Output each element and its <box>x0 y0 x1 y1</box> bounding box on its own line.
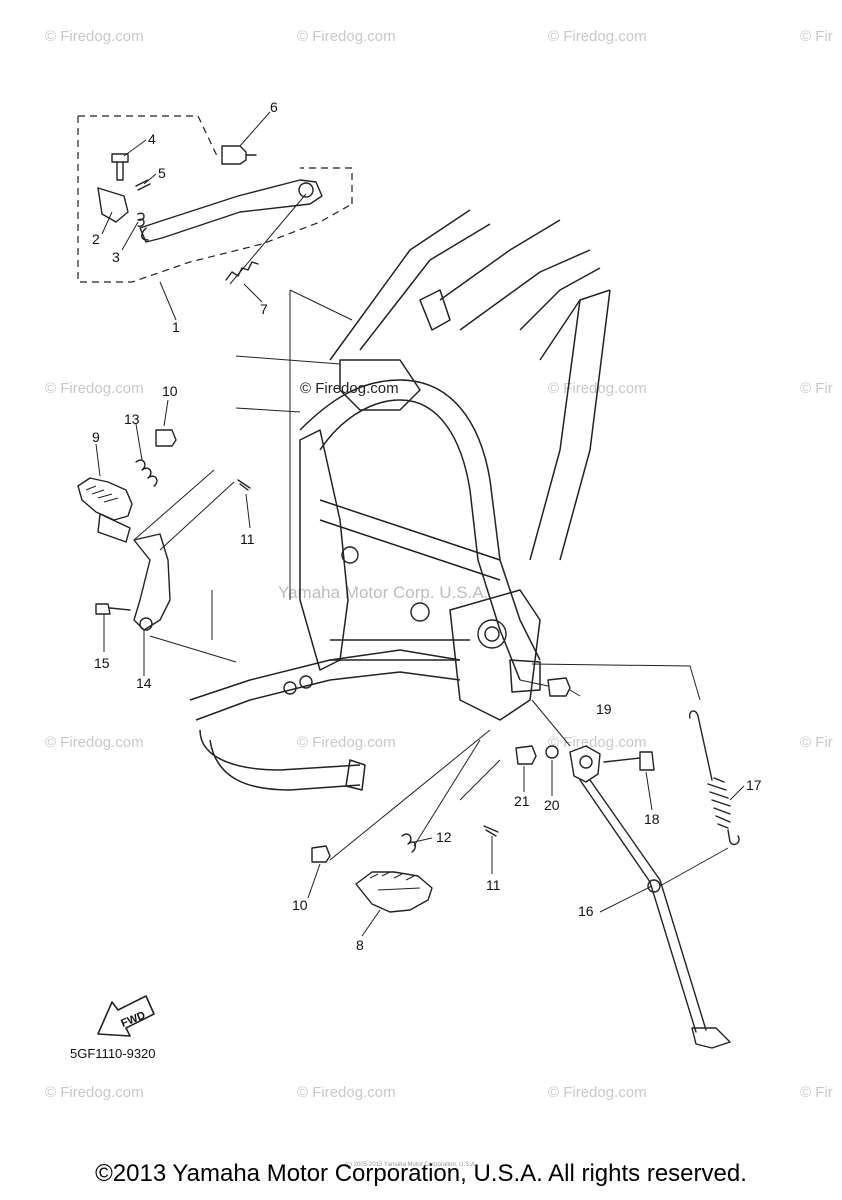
callout-10: 10 <box>162 383 178 399</box>
brake-pedal-group <box>77 111 353 321</box>
watermark: © Fir <box>800 734 833 751</box>
inline-watermark: © Firedog.com <box>300 380 399 397</box>
callout-20: 20 <box>544 797 560 813</box>
callout-13: 13 <box>124 411 140 427</box>
watermark: © Firedog.com <box>45 28 144 45</box>
callout-6: 6 <box>270 99 278 115</box>
callout-15: 15 <box>94 655 110 671</box>
callout-18: 18 <box>644 811 660 827</box>
callout-17: 17 <box>746 777 762 793</box>
callout-2: 2 <box>92 231 100 247</box>
callout-3: 3 <box>112 249 120 265</box>
callout-10: 10 <box>292 897 308 913</box>
watermark: © Firedog.com <box>548 734 647 751</box>
callout-19: 19 <box>596 701 612 717</box>
frame <box>189 209 611 791</box>
watermark: © Firedog.com <box>297 28 396 45</box>
callout-21: 21 <box>514 793 530 809</box>
watermark: © Firedog.com <box>297 734 396 751</box>
watermark: © Firedog.com <box>297 1084 396 1101</box>
callout-labels: 1 2 3 4 5 6 7 8 9 10 10 11 11 12 13 14 1… <box>92 99 762 953</box>
callout-8: 8 <box>356 937 364 953</box>
fwd-arrow-icon: FWD <box>97 995 155 1037</box>
watermark: © Firedog.com <box>548 1084 647 1101</box>
diagram-code: 5GF1110-9320 <box>70 1046 156 1061</box>
watermark: © Firedog.com <box>45 380 144 397</box>
callout-11: 11 <box>486 877 501 893</box>
center-watermark: Yamaha Motor Corp. U.S.A. <box>278 583 489 602</box>
callout-16: 16 <box>578 903 594 919</box>
fine-print: (c) 2005-2015 Yamaha Motor Corporation, … <box>345 1162 477 1168</box>
watermark: © Firedog.com <box>548 28 647 45</box>
copyright-notice: ©2013 Yamaha Motor Corporation, U.S.A. A… <box>95 1160 747 1187</box>
watermark: © Fir <box>800 28 833 45</box>
callout-11: 11 <box>240 531 255 547</box>
callout-1: 1 <box>172 319 180 335</box>
watermark: © Fir <box>800 1084 833 1101</box>
watermark: © Fir <box>800 380 833 397</box>
right-footrest-group <box>307 663 745 1049</box>
callout-4: 4 <box>148 131 156 147</box>
watermark: © Firedog.com <box>45 1084 144 1101</box>
callout-9: 9 <box>92 429 100 445</box>
callout-5: 5 <box>158 165 166 181</box>
callout-12: 12 <box>436 829 452 845</box>
callout-7: 7 <box>260 301 268 317</box>
callout-14: 14 <box>136 675 152 691</box>
watermark: © Firedog.com <box>45 734 144 751</box>
left-footrest-group <box>77 399 251 676</box>
